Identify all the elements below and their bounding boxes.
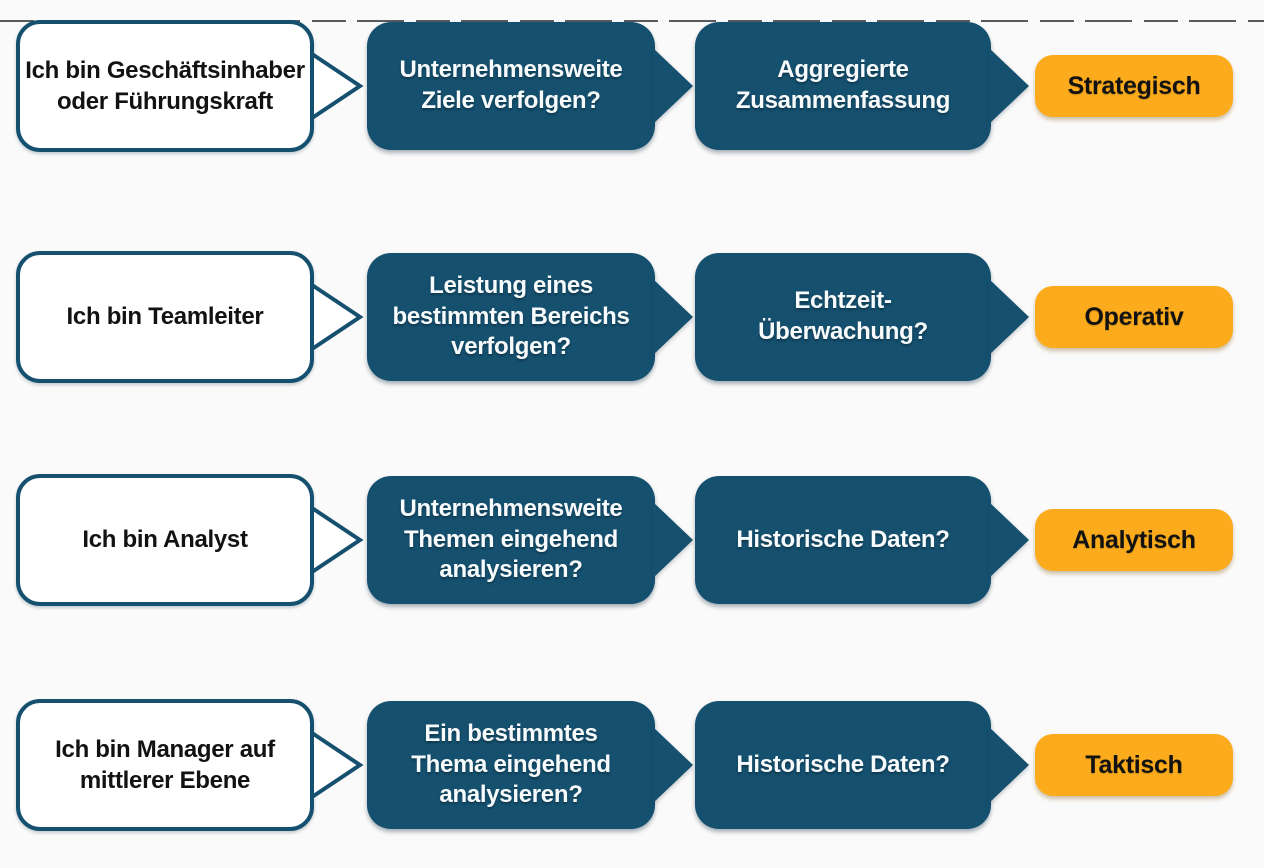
data-need-label: Echtzeit-Überwachung? bbox=[758, 287, 928, 345]
question-box: Unternehmensweite Themen eingehend analy… bbox=[367, 476, 693, 604]
chevron-right-icon bbox=[310, 504, 364, 576]
arrow-tip-icon bbox=[989, 502, 1029, 578]
arrow-tip-icon bbox=[653, 279, 693, 355]
top-edge-artifact bbox=[0, 20, 1264, 22]
result-label: Strategisch bbox=[1067, 71, 1201, 100]
question-label: Unternehmensweite Themen eingehend analy… bbox=[399, 494, 623, 584]
result-box: Analytisch bbox=[1035, 509, 1233, 571]
persona-label: Ich bin Teamleiter bbox=[66, 303, 264, 331]
persona-box: Ich bin Geschäftsinhaber oder Führungskr… bbox=[16, 20, 314, 152]
arrow-tip-icon bbox=[989, 48, 1029, 124]
data-need-label: Historische Daten? bbox=[736, 750, 950, 778]
flow-row-taktisch: Ich bin Manager auf mittlerer Ebene Ein … bbox=[0, 699, 1264, 831]
data-need-box: Historische Daten? bbox=[695, 476, 1029, 604]
question-label: Unternehmensweite Ziele verfolgen? bbox=[399, 56, 623, 114]
flow-row-operativ: Ich bin Teamleiter Leistung eines bestim… bbox=[0, 251, 1264, 383]
question-label: Leistung eines bestimmten Bereichs verfo… bbox=[392, 271, 630, 361]
data-need-label: Aggregierte Zusammenfassung bbox=[735, 56, 951, 114]
result-label: Operativ bbox=[1084, 302, 1184, 331]
flow-row-strategisch: Ich bin Geschäftsinhaber oder Führungskr… bbox=[0, 20, 1264, 152]
chevron-right-icon bbox=[310, 281, 364, 353]
question-label: Ein bestimmtes Thema eingehend analysier… bbox=[411, 719, 611, 809]
flow-row-analytisch: Ich bin Analyst Unternehmensweite Themen… bbox=[0, 474, 1264, 606]
arrow-tip-icon bbox=[989, 727, 1029, 803]
data-need-box: Historische Daten? bbox=[695, 701, 1029, 829]
persona-box: Ich bin Teamleiter bbox=[16, 251, 314, 383]
data-need-box: Aggregierte Zusammenfassung bbox=[695, 22, 1029, 150]
result-label: Analytisch bbox=[1072, 525, 1196, 554]
chevron-right-icon bbox=[310, 50, 364, 122]
result-box: Strategisch bbox=[1035, 55, 1233, 117]
persona-label: Ich bin Geschäftsinhaber oder Führungskr… bbox=[25, 56, 305, 115]
data-need-box: Echtzeit-Überwachung? bbox=[695, 253, 1029, 381]
persona-label: Ich bin Manager auf mittlerer Ebene bbox=[55, 735, 275, 794]
arrow-tip-icon bbox=[653, 48, 693, 124]
chevron-right-icon bbox=[310, 729, 364, 801]
result-box: Operativ bbox=[1035, 286, 1233, 348]
result-box: Taktisch bbox=[1035, 734, 1233, 796]
question-box: Leistung eines bestimmten Bereichs verfo… bbox=[367, 253, 693, 381]
persona-box: Ich bin Manager auf mittlerer Ebene bbox=[16, 699, 314, 831]
persona-label: Ich bin Analyst bbox=[82, 526, 248, 554]
persona-box: Ich bin Analyst bbox=[16, 474, 314, 606]
arrow-tip-icon bbox=[653, 502, 693, 578]
data-need-label: Historische Daten? bbox=[736, 525, 950, 553]
question-box: Unternehmensweite Ziele verfolgen? bbox=[367, 22, 693, 150]
question-box: Ein bestimmtes Thema eingehend analysier… bbox=[367, 701, 693, 829]
arrow-tip-icon bbox=[653, 727, 693, 803]
result-label: Taktisch bbox=[1085, 750, 1183, 779]
arrow-tip-icon bbox=[989, 279, 1029, 355]
